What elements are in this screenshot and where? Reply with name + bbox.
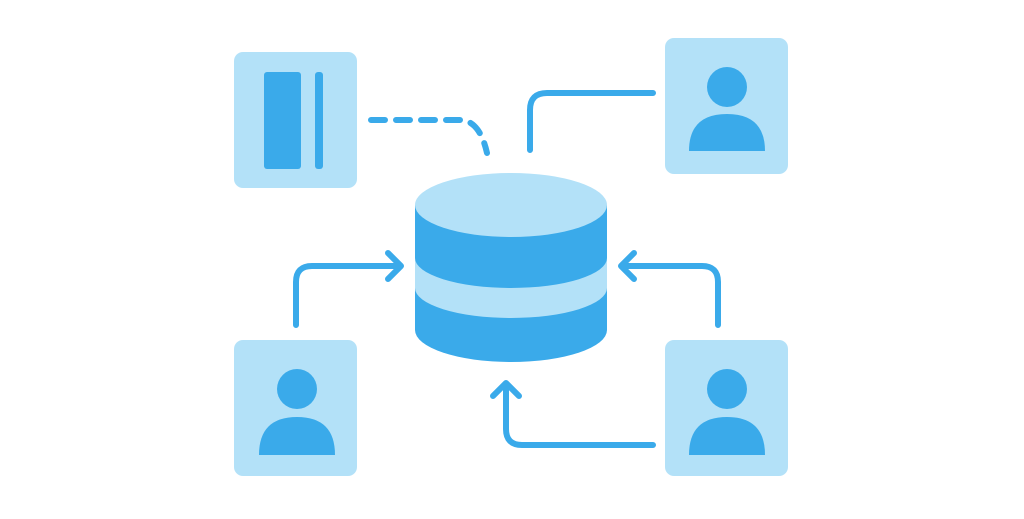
bottom-arrow xyxy=(490,380,656,448)
user-icon xyxy=(689,67,765,151)
document-card xyxy=(234,52,357,188)
document-icon xyxy=(264,72,301,169)
left-arrow xyxy=(293,250,404,328)
user-card-top-right xyxy=(665,38,788,174)
top-right-connector xyxy=(527,90,656,153)
right-arrow xyxy=(618,250,721,328)
document-bar xyxy=(315,72,323,169)
database-band xyxy=(415,258,607,318)
user-icon xyxy=(259,369,335,455)
user-card-bottom-right xyxy=(665,340,788,476)
user-card-bottom-left xyxy=(234,340,357,476)
dashed-connector xyxy=(368,117,490,156)
database-top xyxy=(415,173,607,237)
database-icon xyxy=(415,173,607,362)
user-icon xyxy=(689,369,765,455)
